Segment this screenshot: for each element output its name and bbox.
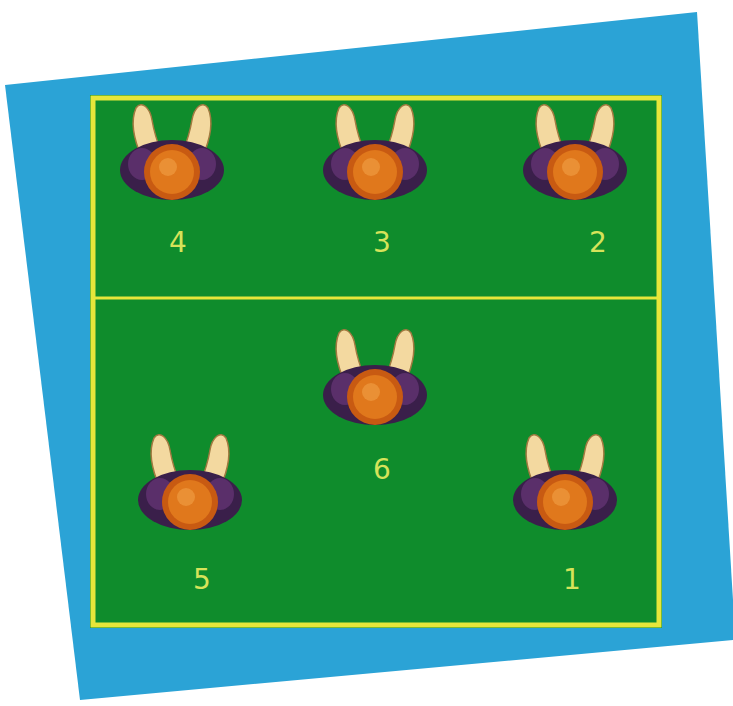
background-panel: [5, 12, 733, 700]
position-number: 2: [589, 229, 607, 257]
position-number: 1: [563, 566, 581, 594]
player: [138, 435, 242, 530]
player: [523, 105, 627, 200]
position-number: 6: [373, 456, 391, 484]
player: [323, 330, 427, 425]
player: [120, 105, 224, 200]
player: [513, 435, 617, 530]
court: [90, 95, 662, 628]
position-number: 5: [193, 566, 211, 594]
position-number: 4: [169, 229, 187, 257]
position-number: 3: [373, 229, 391, 257]
attack-line: [93, 297, 659, 300]
player: [323, 105, 427, 200]
court-boundary: [93, 98, 659, 625]
